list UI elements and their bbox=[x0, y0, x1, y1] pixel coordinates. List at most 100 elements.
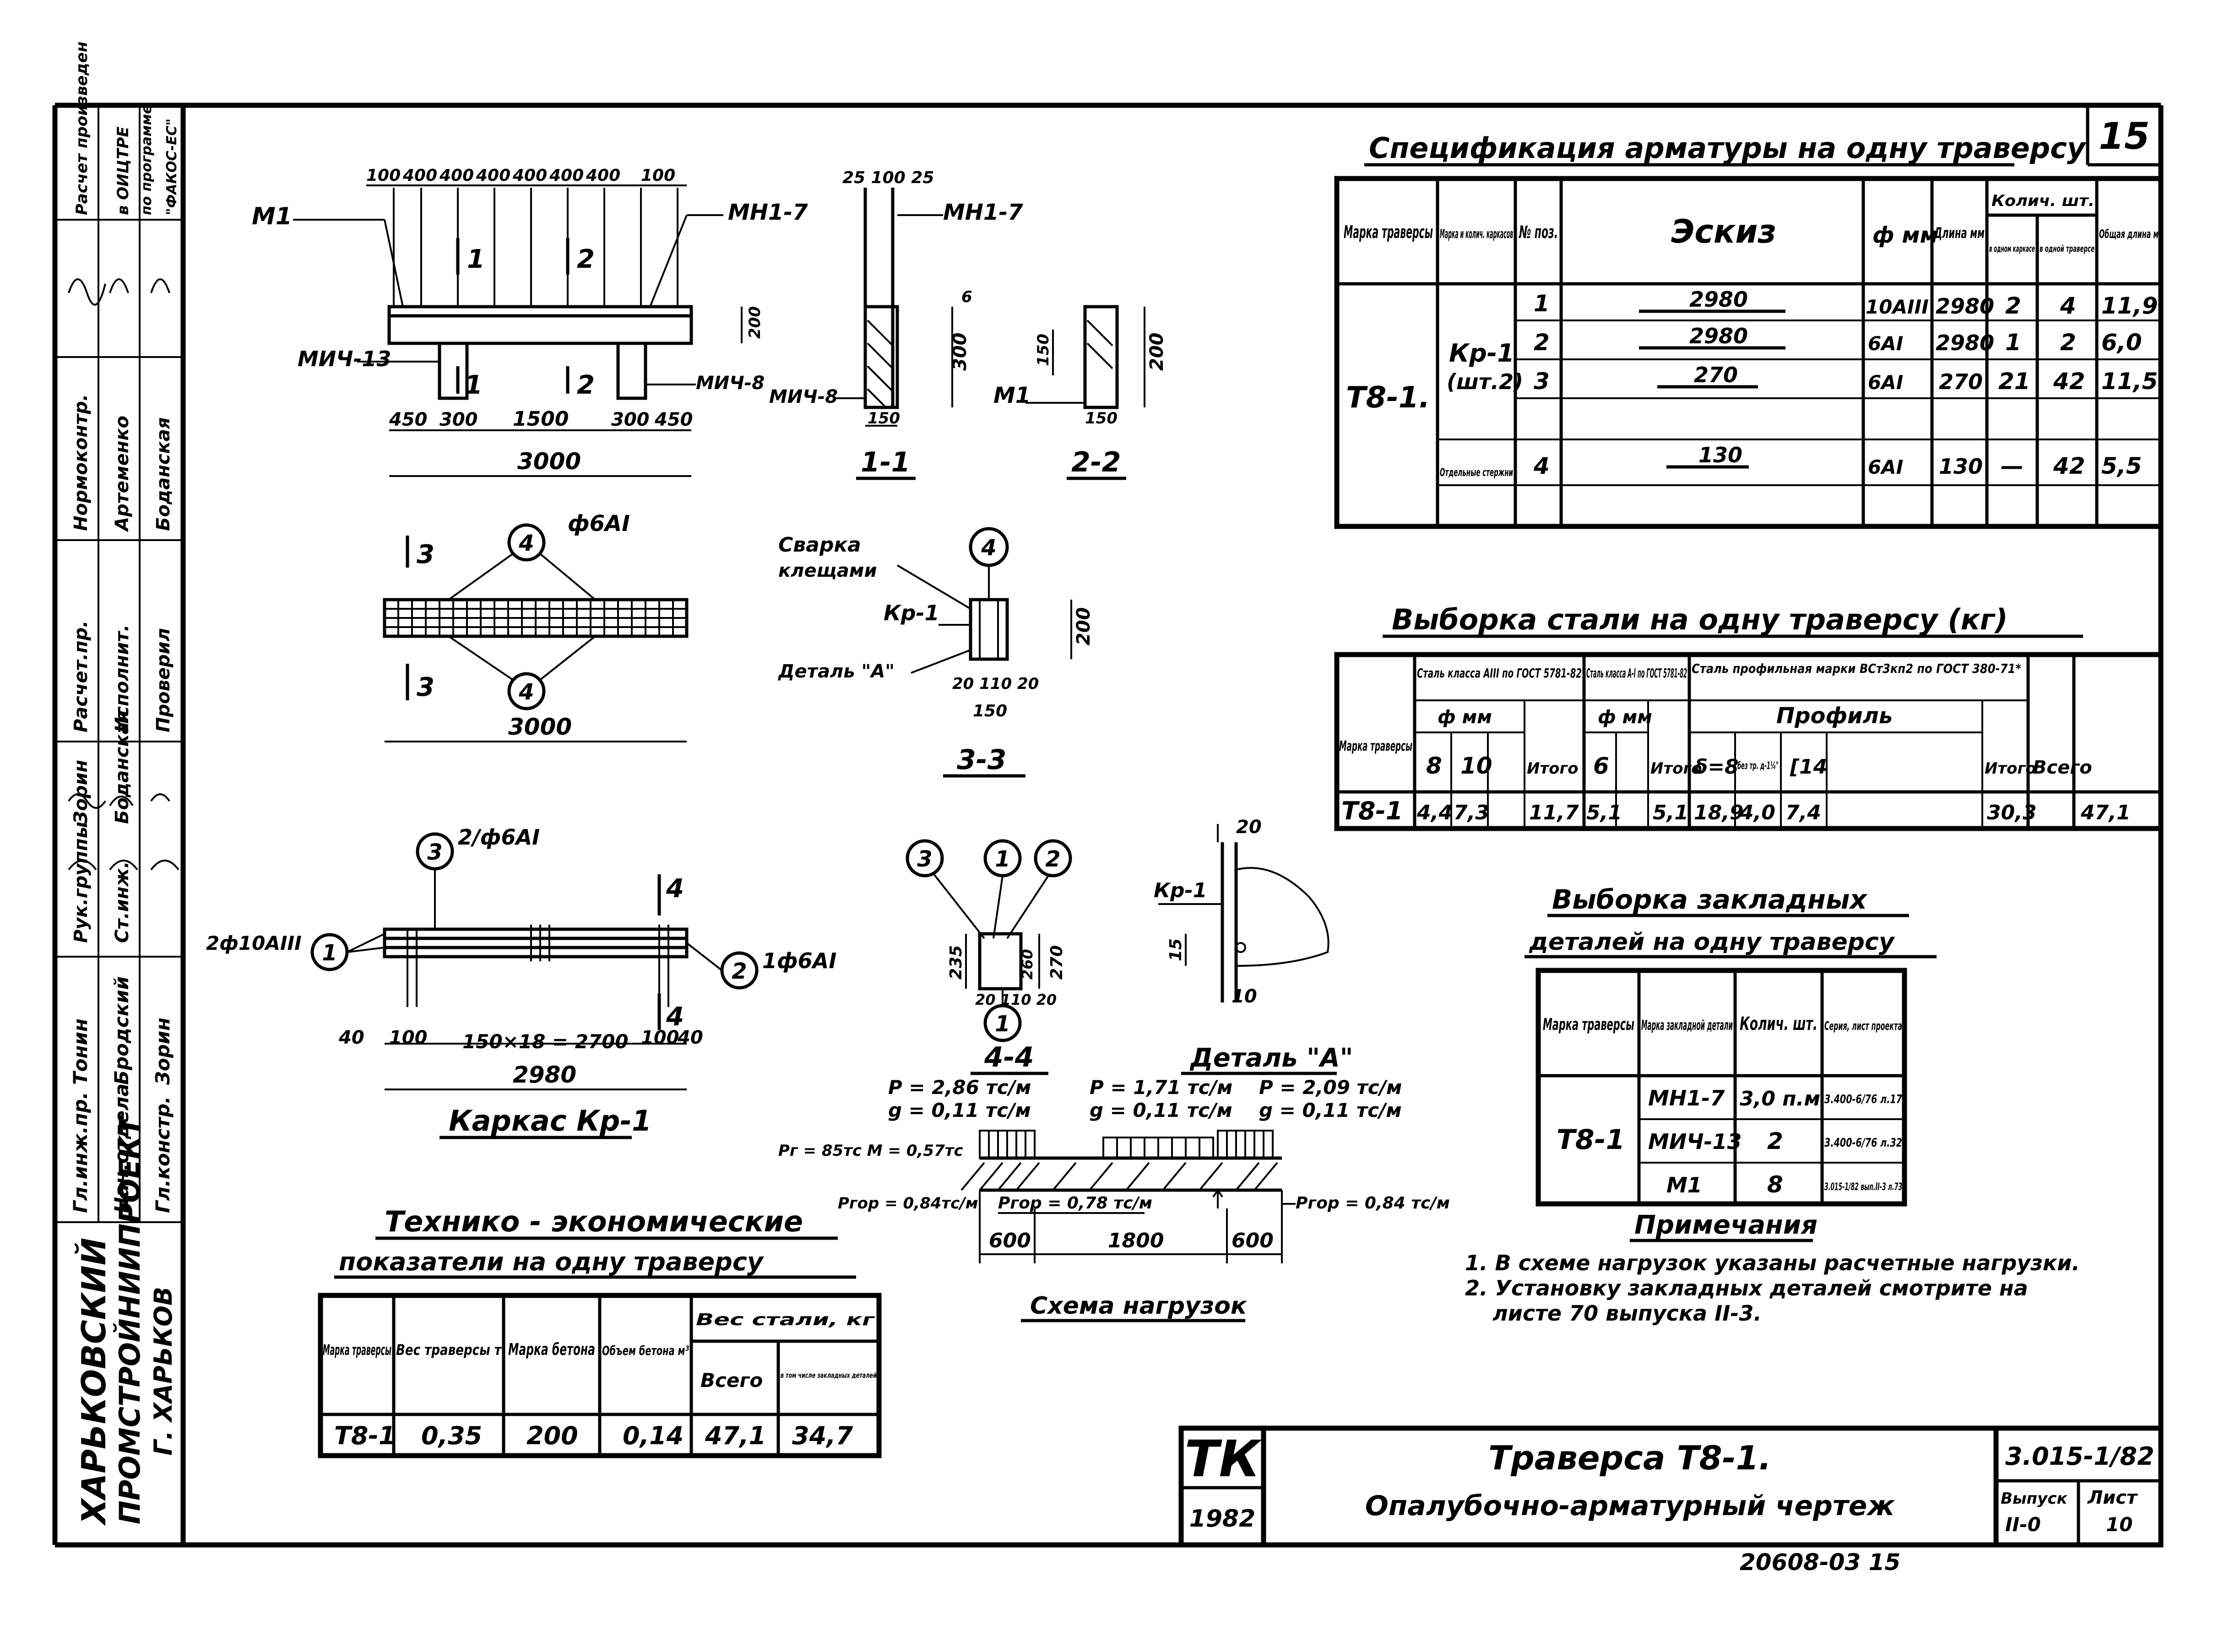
spec-r3-len: 270 bbox=[1939, 369, 1983, 394]
sec11-mn17: МН1-7 bbox=[943, 200, 1023, 225]
spec-r1-sketch: 2980 bbox=[1689, 287, 1748, 312]
sec44-d235: 235 bbox=[947, 945, 966, 980]
emb-r3-qty: 8 bbox=[1767, 1171, 1783, 1198]
steel-val-9: 4,0 bbox=[1739, 801, 1775, 824]
detA-kr1: Кр-1 bbox=[1154, 879, 1207, 902]
sec44-p2: 2 bbox=[1045, 846, 1060, 872]
note-3: листе 70 выпуска II-3. bbox=[1492, 1301, 1762, 1326]
sec44-p1: 1 bbox=[995, 846, 1010, 872]
spec-r3-q1: 21 bbox=[1998, 368, 2030, 395]
spec-r4-len: 130 bbox=[1939, 454, 1983, 479]
stamp-role-8: Артеменко bbox=[112, 416, 133, 532]
stamp-org-line3: Г. ХАРЬКОВ bbox=[149, 1287, 178, 1456]
spec-r4-q1: — bbox=[2001, 453, 2024, 479]
spec-r3-total: 11,5 bbox=[2101, 368, 2158, 395]
load-g-left: g = 0,11 тс/м bbox=[888, 1099, 1031, 1121]
sec11-title: 1-1 bbox=[861, 446, 910, 478]
tech-val-emb: 34,7 bbox=[792, 1421, 853, 1450]
sec22-h150: 150 bbox=[1034, 334, 1053, 366]
dim-bottom-5: 450 bbox=[654, 409, 693, 430]
frame-bar1: 2ф10АIII bbox=[206, 932, 302, 954]
load-p-left: P = 2,86 тс/м bbox=[888, 1076, 1031, 1099]
sec11-mch8: МИЧ-8 bbox=[769, 386, 838, 407]
frame-total: 2980 bbox=[513, 1062, 576, 1088]
bottom-code: 20608-03 15 bbox=[1740, 1549, 1900, 1576]
sec33-pos: 4 bbox=[981, 535, 996, 561]
steel-val-10: 7,4 bbox=[1785, 801, 1821, 824]
spec-head-length: Длина мм bbox=[1934, 224, 1985, 242]
steel-val-13: 47,1 bbox=[2080, 801, 2131, 824]
spec-r2-phi: 6АI bbox=[1868, 332, 1903, 355]
emb-r1-mark: МН1-7 bbox=[1648, 1086, 1725, 1110]
sec-mark-1b: 1 bbox=[465, 370, 483, 400]
spec-head-frames: Марка и колич. каркасов bbox=[1440, 226, 1513, 241]
tb-issue-label: Выпуск bbox=[2001, 1490, 2067, 1508]
sec33-w: 150 bbox=[973, 702, 1007, 720]
label-mch8: МИЧ-8 bbox=[696, 373, 765, 394]
stamp-role-1: Гл.инж.пр. bbox=[69, 1092, 92, 1213]
steel-val-7: 5,1 bbox=[1653, 801, 1688, 824]
stamp-role-2: Нач.отдела bbox=[110, 1083, 133, 1213]
emb-head-mark: Марка закладной детали bbox=[1641, 1018, 1733, 1034]
tech-head-steel: Вес стали, кг bbox=[696, 1311, 875, 1329]
load-pg: Pг = 85тс М = 0,57тс bbox=[778, 1142, 963, 1160]
detA-title: Деталь "А" bbox=[1189, 1043, 1353, 1073]
sec22-w: 150 bbox=[1085, 409, 1118, 428]
sec44-d260: 260 bbox=[1019, 949, 1036, 980]
stamp-org-line1: ХАРЬКОВСКИЙ bbox=[75, 1238, 113, 1526]
sec33-weld-2: клещами bbox=[778, 560, 877, 581]
sec33-h: 200 bbox=[1073, 607, 1094, 646]
sec-mark-1: 1 bbox=[467, 244, 485, 274]
load-scheme: P = 2,86 тс/м g = 0,11 тс/м P = 1,71 тс/… bbox=[778, 1076, 1450, 1322]
dim-total: 3000 bbox=[517, 448, 581, 475]
emb-r2-series: 3.400-6/76 л.32 bbox=[1824, 1136, 1902, 1150]
note-2: 2. Установку закладных деталей смотрите … bbox=[1465, 1276, 2028, 1300]
steel-phi-2: ф мм bbox=[1598, 707, 1652, 728]
stamp-role-5: Ст.инж. bbox=[112, 861, 133, 943]
sheet-number: 15 bbox=[2099, 115, 2149, 157]
steel-g3: Сталь профильная марки ВСт3кп2 по ГОСТ 3… bbox=[1692, 661, 2021, 676]
sec-mark-2: 2 bbox=[577, 244, 595, 274]
tech-val-concrete: 200 bbox=[526, 1421, 578, 1450]
frame-dim-5: 40 bbox=[677, 1027, 703, 1048]
steel-g2: Сталь класса А-I по ГОСТ 5781-82 bbox=[1586, 666, 1687, 681]
dim-h200: 200 bbox=[746, 306, 764, 339]
sec11-top: 25 100 25 bbox=[842, 168, 934, 187]
frame-kr1: 3 2/ф6АI 1 2ф10АIII 2 1ф6АI 4 4 40 100 1… bbox=[206, 825, 836, 1139]
emb-r2-mark: МИЧ-13 bbox=[1648, 1129, 1742, 1154]
stamp-role-6: Расчет.пр. bbox=[71, 621, 92, 732]
sec44-bottom: 20 110 20 bbox=[975, 991, 1057, 1008]
spec-r4-q2: 42 bbox=[2053, 453, 2085, 479]
spec-r2-total: 6,0 bbox=[2101, 329, 2142, 356]
dim-top-1: 100 bbox=[366, 166, 401, 185]
steel-col-13: Всего bbox=[2033, 757, 2092, 778]
section-1-1: 25 100 25 МН1-7 МИЧ-8 300 6 150 1-1 bbox=[769, 168, 1023, 480]
emb-head-qty: Колич. шт. bbox=[1740, 1013, 1818, 1035]
dim-top-4: 400 bbox=[476, 166, 510, 185]
tech-head-brand: Марка траверсы bbox=[323, 1341, 391, 1359]
spec-separate: Отдельные стержни bbox=[1440, 466, 1513, 479]
spec-head-pos: № поз. bbox=[1519, 222, 1558, 242]
stamp-name-7: Нормоконтр. bbox=[71, 394, 92, 531]
stamp-name-8: Боданская bbox=[153, 417, 174, 531]
steel-row-brand: Т8-1 bbox=[1341, 796, 1403, 825]
tb-sheet: 10 bbox=[2106, 1513, 2132, 1536]
emb-r1-series: 3.400-6/76 л.17 bbox=[1824, 1093, 1903, 1106]
spec-r1-len: 2980 bbox=[1936, 294, 1994, 319]
signature-marks bbox=[68, 278, 179, 871]
stamp-role-7: Проверил bbox=[153, 628, 174, 732]
spec-head-brand: Марка траверсы bbox=[1344, 222, 1433, 242]
sec44-d270: 270 bbox=[1047, 945, 1066, 980]
spec-title: Спецификация арматуры на одну траверсу bbox=[1369, 131, 2087, 165]
spec-r2-q2: 2 bbox=[2060, 329, 2076, 356]
spec-r2-q1: 1 bbox=[2005, 329, 2021, 356]
frame-dim-4: 100 bbox=[641, 1027, 679, 1048]
tech-table: Технико - экономические показатели на од… bbox=[318, 1205, 882, 1458]
spec-r3-sketch: 270 bbox=[1694, 363, 1738, 387]
emb-brand: Т8-1 bbox=[1557, 1124, 1625, 1156]
emb-r2-qty: 2 bbox=[1767, 1128, 1783, 1154]
steel-val-4: 11,7 bbox=[1529, 801, 1579, 824]
dim-top-5: 400 bbox=[512, 166, 547, 185]
tech-head-concrete: Марка бетона bbox=[508, 1340, 595, 1359]
